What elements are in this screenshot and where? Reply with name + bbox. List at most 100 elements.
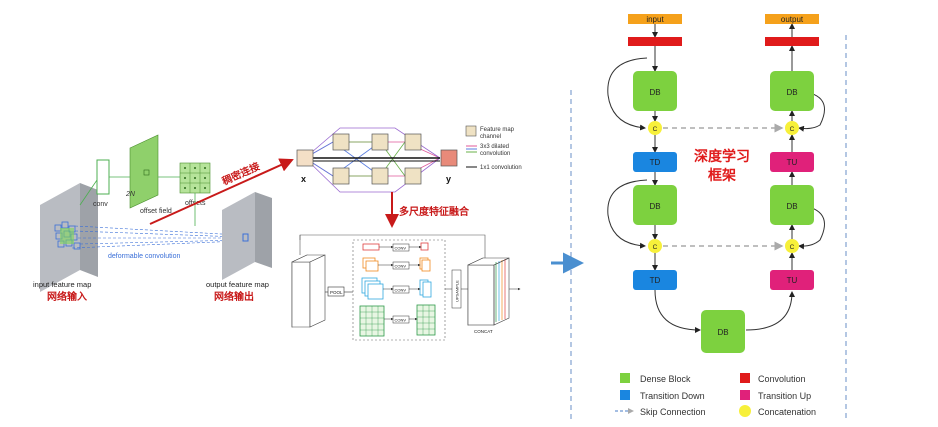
- concat-stack: [467, 257, 510, 326]
- dense-block-down-2-label: DB: [649, 202, 660, 211]
- flow-arrow-1: [79, 179, 98, 206]
- branch2-feature: [362, 257, 379, 272]
- dense-nodes: [332, 133, 422, 185]
- fc-densenet-diagram: input output DB DB DB DB DB C C C C TD T…: [607, 14, 825, 417]
- branch4-out: [416, 304, 436, 336]
- legend-feature-label2: channel: [480, 134, 501, 140]
- pool-branch-region: [352, 239, 446, 341]
- pool-input-block: [291, 254, 326, 328]
- deformable-conv-label: deformable convolution: [108, 253, 180, 260]
- legend-feature-label: Feature map: [480, 127, 515, 133]
- legend-convolution-label: Convolution: [758, 374, 806, 384]
- framework-title-line1: 深度学习: [694, 148, 750, 165]
- legend-dilated-label2: convolution: [480, 151, 510, 157]
- transition-up-2: [770, 270, 814, 290]
- branch4-feature: [359, 305, 385, 337]
- dense-block-up-1-label: DB: [786, 88, 797, 97]
- input-kernel-patch: [60, 228, 74, 244]
- left-path-lines: [607, 24, 701, 333]
- transition-up-2-label: TU: [787, 276, 798, 285]
- concat-up-1-label: C: [790, 126, 795, 133]
- legend-concat-swatch: [739, 405, 751, 417]
- network-input-label: 网络输入: [47, 290, 87, 303]
- dense-block-down-1-label: DB: [649, 88, 660, 97]
- input-label: input: [646, 15, 664, 24]
- dense-block-bottleneck-label: DB: [717, 328, 728, 337]
- convolution-out: [765, 37, 819, 46]
- transition-down-2: [633, 270, 677, 290]
- node-x: [296, 149, 314, 167]
- concat-down-1-label: C: [653, 126, 658, 133]
- concat-up-2-label: C: [790, 244, 795, 251]
- right-path-lines: [745, 23, 825, 331]
- legend-dilated-label: 3x3 dilated: [480, 144, 509, 150]
- deformable-dashed-lines: [71, 225, 241, 249]
- dense-block-down-2: [633, 185, 677, 225]
- concat-down-2: [648, 239, 662, 253]
- deformable-conv-diagram: conv offset field 2N offsets: [33, 134, 272, 303]
- transition-down-1-label: TD: [650, 158, 661, 167]
- conv-box: [96, 159, 110, 195]
- network-output-label: 网络输出: [214, 290, 254, 303]
- dense-block-bottleneck: [701, 310, 745, 353]
- branch3-out: [419, 279, 432, 298]
- framework-legend: Dense Block Convolution Transition Down …: [615, 373, 816, 417]
- dense-block-down-1: [633, 71, 677, 111]
- transition-up-1: [770, 152, 814, 172]
- dense-block-up-1: [770, 71, 814, 111]
- legend-dense-block-swatch: [620, 373, 630, 383]
- branch2-out: [419, 257, 431, 272]
- dense-connection-arrow: [149, 158, 294, 225]
- y-label: y: [446, 174, 451, 184]
- pool-box: [327, 286, 345, 297]
- legend-dilated-swatch: [466, 145, 477, 153]
- branch1-conv-label: CONV: [395, 246, 407, 251]
- transition-down-1: [633, 152, 677, 172]
- legend-concat-label: Concatenation: [758, 407, 816, 417]
- legend-skip-label: Skip Connection: [640, 407, 706, 417]
- output-map-edge: [255, 192, 272, 268]
- legend-1x1-label: 1x1 convolution: [480, 165, 522, 171]
- multiscale-label: 多尺度特征融合: [399, 205, 470, 218]
- convolution-in: [628, 37, 682, 46]
- concat-up-2: [785, 239, 799, 253]
- branch4-conv-label: CONV: [395, 318, 407, 323]
- legend-convolution-swatch: [740, 373, 750, 383]
- legend-transition-up-label: Transition Up: [758, 391, 811, 401]
- branch3-conv-label: CONV: [395, 288, 407, 293]
- upsample-label: UPSAMPLE: [455, 280, 460, 302]
- legend-dense-block-label: Dense Block: [640, 374, 691, 384]
- node-y: [440, 149, 458, 167]
- legend-transition-up-swatch: [740, 390, 750, 400]
- legend-transition-down-label: Transition Down: [640, 391, 705, 401]
- legend-transition-down-swatch: [620, 390, 630, 400]
- conv-label: conv: [93, 201, 108, 208]
- dense-connection-figure: x y Feature map channel 3x3 dilated conv…: [296, 125, 522, 193]
- offsets-grid: [179, 162, 211, 194]
- framework-title-line2: 框架: [708, 167, 736, 184]
- offset-field-cell: [143, 169, 150, 176]
- output-map-label: output feature map: [206, 280, 269, 289]
- concat-up-1: [785, 121, 799, 135]
- output-label: output: [781, 15, 804, 24]
- transition-down-2-label: TD: [650, 276, 661, 285]
- x-label: x: [301, 174, 306, 184]
- input-map-label: input feature map: [33, 280, 91, 289]
- branch1-out: [420, 242, 429, 251]
- output-map-side: [222, 192, 255, 280]
- concat-down-2-label: C: [653, 244, 658, 251]
- two-n-label: 2N: [125, 191, 136, 198]
- output-block: [765, 14, 819, 24]
- branch2-conv-label: CONV: [395, 264, 407, 269]
- transition-up-1-label: TU: [787, 158, 798, 167]
- input-map-edge: [80, 183, 98, 277]
- branch1-feature: [362, 243, 380, 251]
- offset-field-label: offset field: [140, 208, 172, 215]
- branch3-feature: [361, 277, 384, 300]
- dense-block-up-2-label: DB: [786, 202, 797, 211]
- pyramid-pooling-figure: POOL CONV CONV CONV: [291, 234, 521, 341]
- dense-block-up-2: [770, 185, 814, 225]
- concat-down-1: [648, 121, 662, 135]
- pool-label: POOL: [330, 290, 343, 295]
